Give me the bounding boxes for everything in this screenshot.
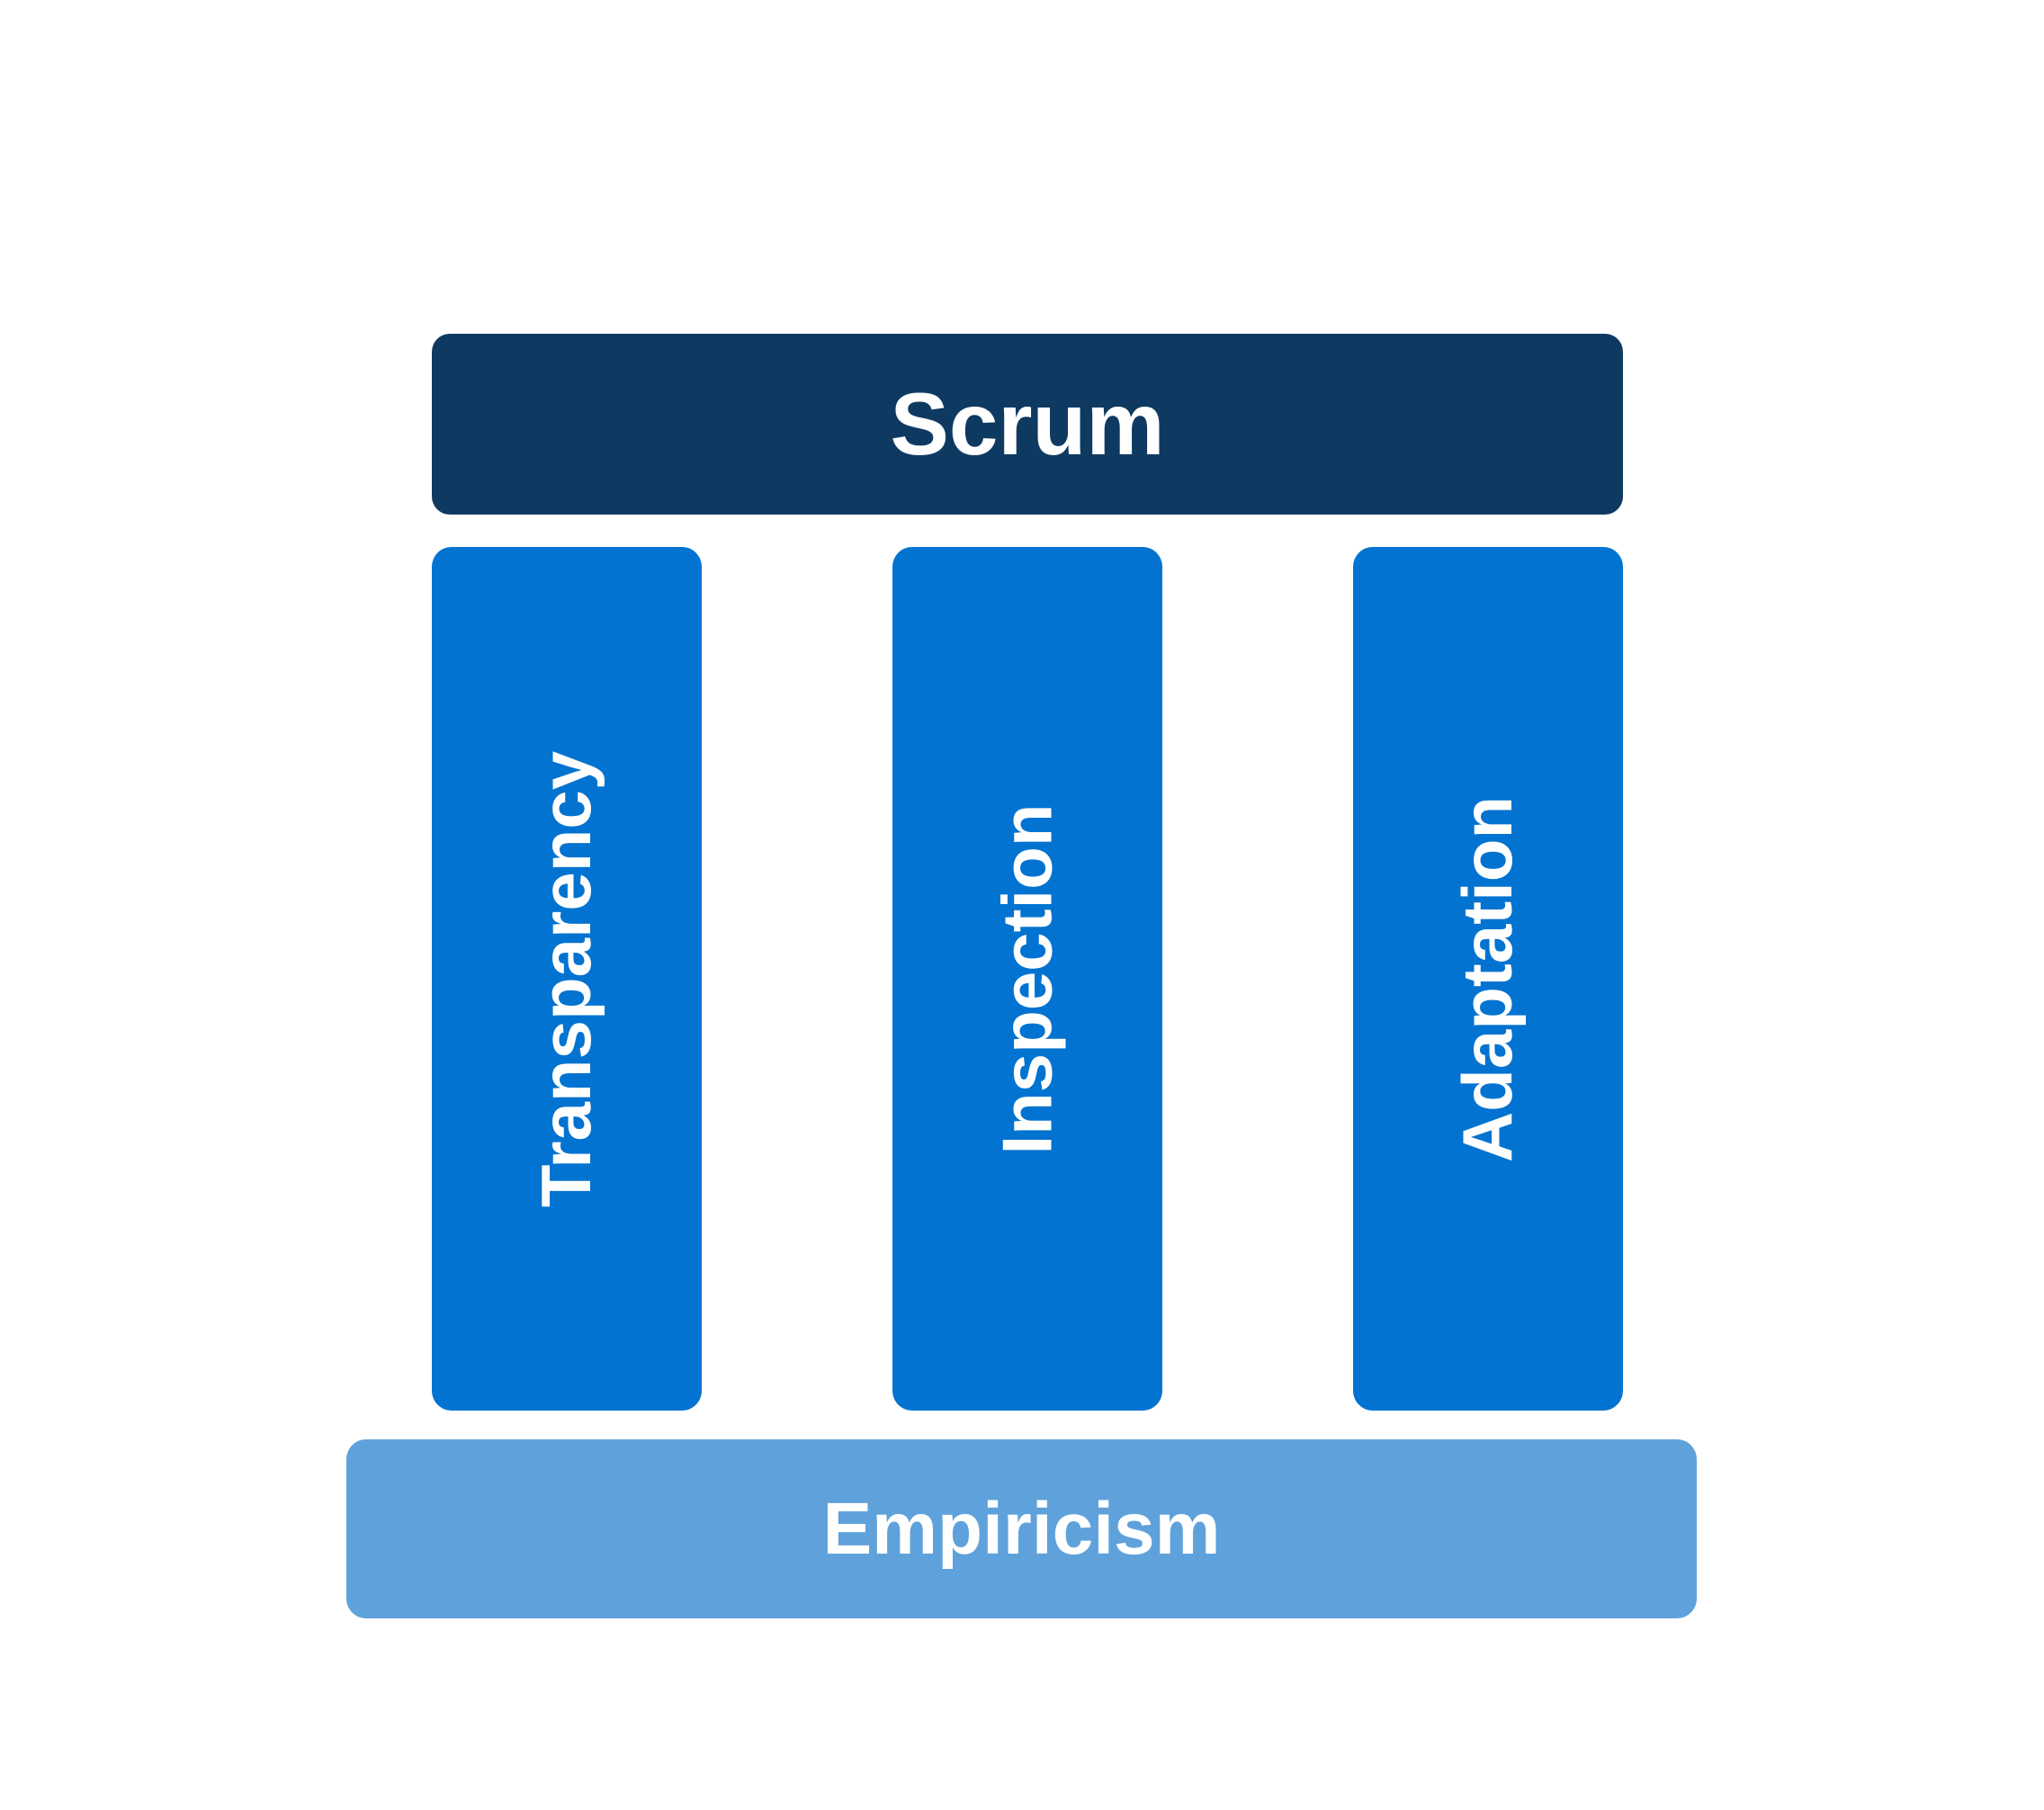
pillar-inspection-label: Inspection bbox=[987, 802, 1067, 1155]
pillar-inspection: Inspection bbox=[892, 547, 1162, 1411]
foundation-bar: Empiricism bbox=[346, 1439, 1697, 1618]
scrum-header-label: Scrum bbox=[890, 374, 1165, 473]
pillar-adaptation: Adaptation bbox=[1353, 547, 1623, 1411]
pillar-transparency: Transparency bbox=[432, 547, 702, 1411]
foundation-label: Empiricism bbox=[822, 1487, 1221, 1570]
pillar-adaptation-label: Adaptation bbox=[1448, 795, 1528, 1162]
pillar-transparency-label: Transparency bbox=[526, 750, 606, 1207]
scrum-header-bar: Scrum bbox=[432, 334, 1623, 515]
